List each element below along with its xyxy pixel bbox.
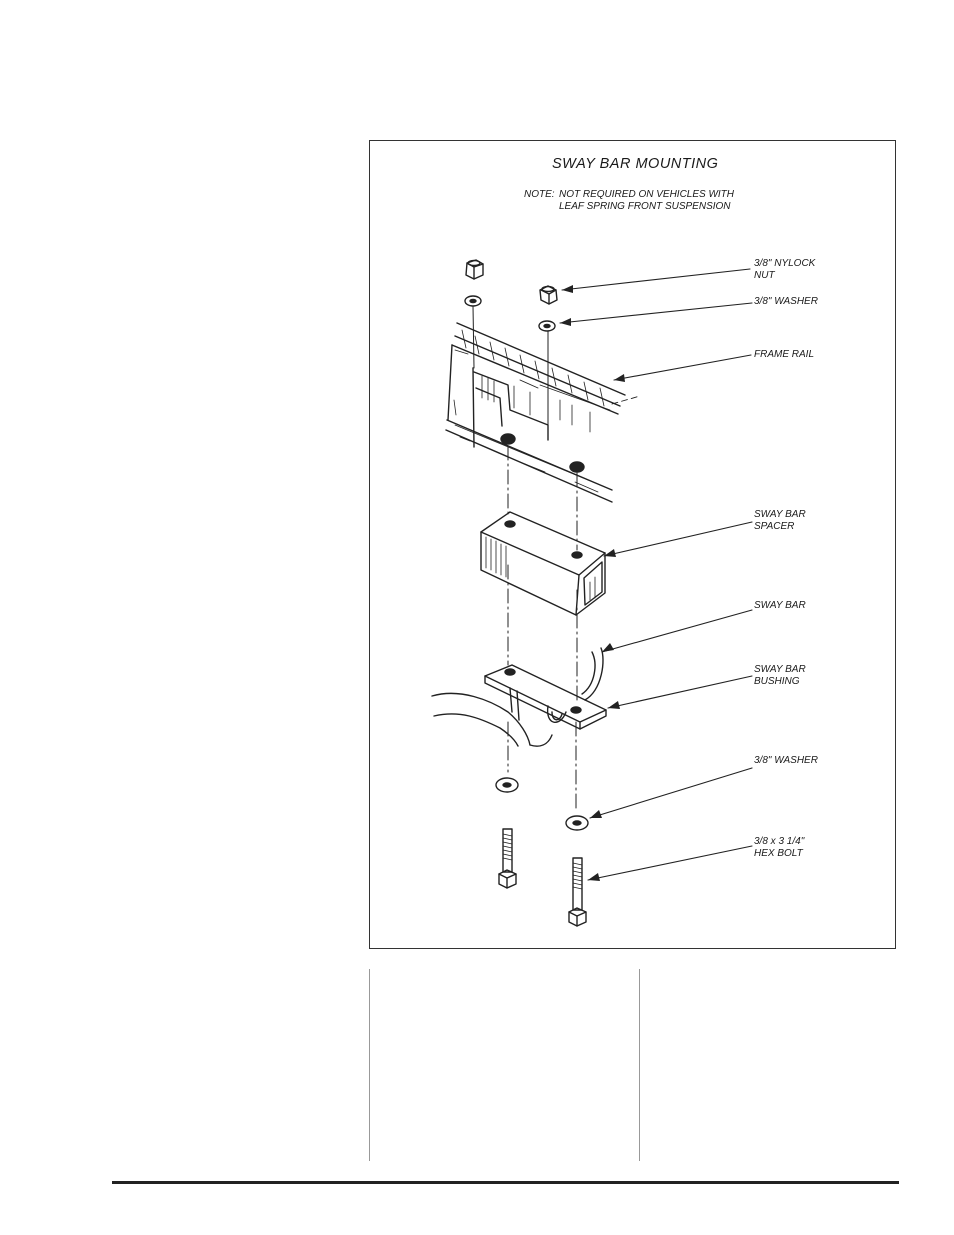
label-hex-bolt-line-2: HEX BOLT (754, 848, 803, 859)
washer-bottom-left-drawing (496, 778, 518, 792)
label-washer-top: 3/8" WASHER (754, 296, 818, 308)
label-hex-bolt: 3/8 x 3 1/4" HEX BOLT (754, 836, 804, 859)
hex-bolt-left-drawing (499, 829, 516, 888)
label-nylock-nut: 3/8" NYLOCK NUT (754, 258, 815, 281)
label-washer-bottom: 3/8" WASHER (754, 755, 818, 767)
label-nylock-nut-line-1: 3/8" NYLOCK (754, 258, 815, 269)
frame-rail-drawing (446, 323, 640, 502)
label-hex-bolt-line-1: 3/8 x 3 1/4" (754, 836, 804, 847)
column-rule-left (369, 969, 370, 1161)
nylock-nut-right-drawing (540, 286, 557, 304)
nylock-nut-left-drawing (466, 260, 483, 279)
washer-top-right-drawing (539, 321, 555, 331)
washer-top-left-drawing (465, 296, 481, 306)
label-bushing: SWAY BAR BUSHING (754, 664, 806, 687)
footer-rule (112, 1181, 899, 1184)
sway-bar-spacer-drawing (481, 512, 605, 615)
label-bushing-line-2: BUSHING (754, 676, 800, 687)
label-spacer: SWAY BAR SPACER (754, 509, 806, 532)
sway-bar-bushing-drawing (485, 665, 606, 729)
label-bushing-line-1: SWAY BAR (754, 664, 806, 675)
label-spacer-line-1: SWAY BAR (754, 509, 806, 520)
label-spacer-line-2: SPACER (754, 521, 794, 532)
washer-bottom-right-drawing (566, 816, 588, 830)
label-frame-rail: FRAME RAIL (754, 349, 814, 361)
hex-bolt-right-drawing (569, 858, 586, 926)
column-rule-middle (639, 969, 640, 1161)
label-sway-bar: SWAY BAR (754, 600, 806, 612)
label-nylock-nut-line-2: NUT (754, 270, 775, 281)
